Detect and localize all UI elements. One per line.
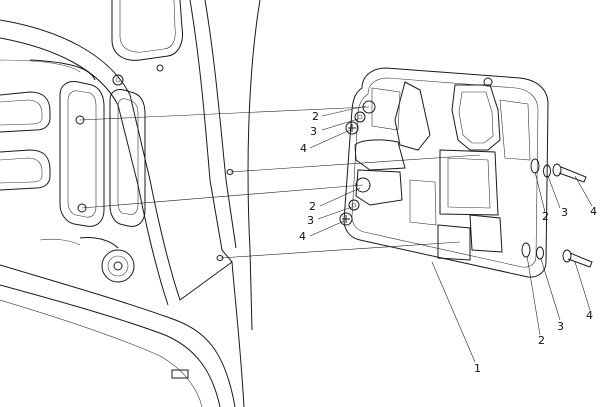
door-inner-panel bbox=[0, 0, 261, 407]
callout-2-upper-left: 2 bbox=[312, 110, 319, 123]
callout-2-lower-right: 2 bbox=[538, 334, 545, 347]
callout-2-lower-left: 2 bbox=[309, 200, 316, 213]
callout-4-lower-right: 4 bbox=[586, 309, 593, 322]
callout-4-lower-left: 4 bbox=[299, 230, 306, 243]
callout-4-upper-left: 4 bbox=[300, 142, 307, 155]
callout-3-lower-right: 3 bbox=[557, 320, 564, 333]
callout-labels: 1 2 3 4 2 3 4 2 3 4 2 3 4 bbox=[299, 110, 597, 375]
callout-4-upper-right: 4 bbox=[590, 205, 597, 218]
callout-1-assembly: 1 bbox=[474, 362, 481, 375]
handle-bracket-assembly bbox=[343, 67, 549, 278]
fastener-set-upper-left bbox=[345, 100, 376, 135]
callout-3-upper-right: 3 bbox=[561, 206, 568, 219]
fastener-set-lower-right bbox=[521, 242, 593, 268]
callout-3-lower-left: 3 bbox=[307, 214, 314, 227]
assembly-lines bbox=[79, 106, 481, 259]
callout-leaders bbox=[309, 105, 593, 363]
callout-2-upper-right: 2 bbox=[542, 210, 549, 223]
fastener-set-lower-left bbox=[339, 177, 371, 226]
callout-3-upper-left: 3 bbox=[310, 125, 317, 138]
fastener-set-upper-right bbox=[530, 158, 587, 183]
